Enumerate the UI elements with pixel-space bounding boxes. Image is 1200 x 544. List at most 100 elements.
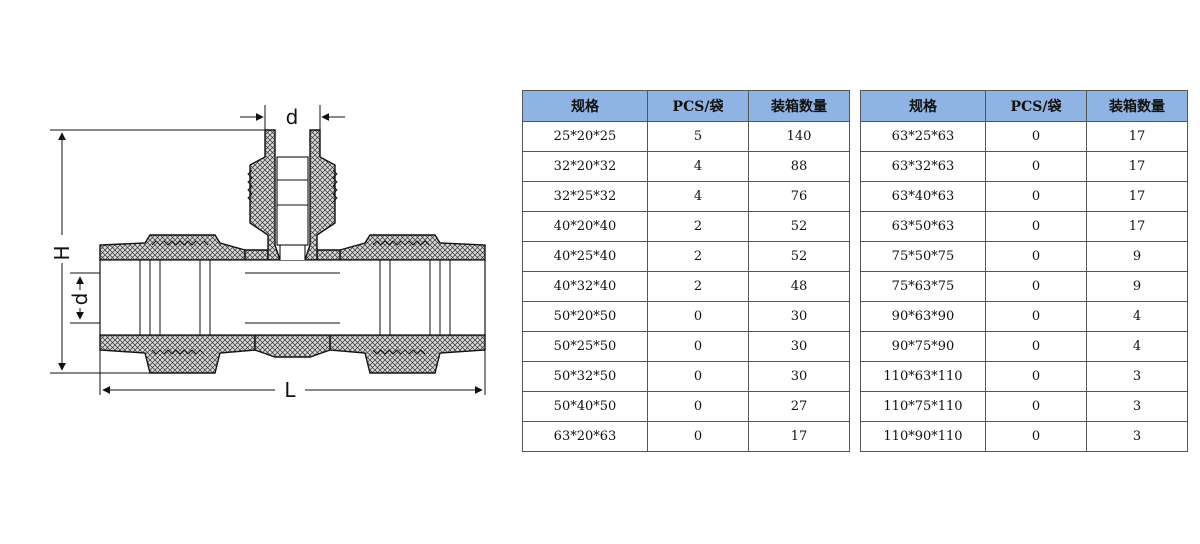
cell-pcs-per-bag: 5 [647,121,749,152]
cell-pcs-per-bag: 0 [647,391,749,422]
cell-spec: 25*20*25 [522,121,648,152]
cell-box-quantity: 3 [1086,391,1188,422]
cell-spec: 75*63*75 [860,271,986,302]
cell-box-quantity: 3 [1086,361,1188,392]
table-header-row: 规格 PCS/袋 装箱数量 [522,90,850,122]
cell-box-quantity: 17 [1086,151,1188,182]
cell-spec: 63*40*63 [860,181,986,212]
cell-spec: 110*90*110 [860,421,986,452]
cell-box-quantity: 88 [748,151,850,182]
cell-box-quantity: 52 [748,241,850,272]
cell-pcs-per-bag: 0 [985,361,1087,392]
cell-box-quantity: 4 [1086,301,1188,332]
header-spec: 规格 [522,90,648,122]
cell-box-quantity: 76 [748,181,850,212]
cell-pcs-per-bag: 2 [647,271,749,302]
cell-pcs-per-bag: 0 [647,301,749,332]
cell-spec: 90*63*90 [860,301,986,332]
header-box-quantity: 装箱数量 [748,90,850,122]
cell-box-quantity: 30 [748,301,850,332]
cell-box-quantity: 9 [1086,271,1188,302]
cell-spec: 63*25*63 [860,121,986,152]
cell-pcs-per-bag: 0 [985,271,1087,302]
cell-box-quantity: 17 [1086,121,1188,152]
cell-pcs-per-bag: 0 [985,391,1087,422]
cell-spec: 40*32*40 [522,271,648,302]
tee-fitting-drawing: d H d L [50,105,486,402]
header-spec: 规格 [860,90,986,122]
cell-pcs-per-bag: 0 [647,361,749,392]
dim-H-label: H [50,245,74,260]
cell-box-quantity: 48 [748,271,850,302]
header-box-quantity: 装箱数量 [1086,90,1188,122]
cell-pcs-per-bag: 0 [985,331,1087,362]
cell-pcs-per-bag: 2 [647,211,749,242]
cell-spec: 50*40*50 [522,391,648,422]
cell-box-quantity: 27 [748,391,850,422]
cell-box-quantity: 17 [748,421,850,452]
dim-L-label: L [284,378,296,402]
cell-spec: 110*75*110 [860,391,986,422]
cell-box-quantity: 17 [1086,211,1188,242]
cell-spec: 50*32*50 [522,361,648,392]
dim-d-left-label: d [68,293,92,306]
cell-pcs-per-bag: 0 [985,421,1087,452]
header-pcs-per-bag: PCS/袋 [985,90,1087,122]
cell-spec: 32*25*32 [522,181,648,212]
cell-box-quantity: 52 [748,211,850,242]
cell-spec: 40*25*40 [522,241,648,272]
cell-pcs-per-bag: 0 [985,151,1087,182]
cell-pcs-per-bag: 4 [647,181,749,212]
cell-pcs-per-bag: 0 [985,211,1087,242]
cell-pcs-per-bag: 2 [647,241,749,272]
header-pcs-per-bag: PCS/袋 [647,90,749,122]
cell-spec: 63*20*63 [522,421,648,452]
cell-spec: 50*25*50 [522,331,648,362]
cell-pcs-per-bag: 0 [985,181,1087,212]
cell-spec: 90*75*90 [860,331,986,362]
cell-box-quantity: 140 [748,121,850,152]
cell-box-quantity: 30 [748,361,850,392]
cell-pcs-per-bag: 0 [985,301,1087,332]
cell-spec: 63*32*63 [860,151,986,182]
cell-spec: 63*50*63 [860,211,986,242]
cell-spec: 75*50*75 [860,241,986,272]
cell-box-quantity: 3 [1086,421,1188,452]
cell-box-quantity: 4 [1086,331,1188,362]
cell-box-quantity: 9 [1086,241,1188,272]
cell-spec: 110*63*110 [860,361,986,392]
cell-spec: 32*20*32 [522,151,648,182]
cell-pcs-per-bag: 0 [647,421,749,452]
cell-spec: 50*20*50 [522,301,648,332]
cell-box-quantity: 30 [748,331,850,362]
table-header-row: 规格 PCS/袋 装箱数量 [860,90,1188,122]
dim-d-top-label: d [286,105,299,129]
cell-pcs-per-bag: 0 [985,241,1087,272]
cell-spec: 40*20*40 [522,211,648,242]
cell-pcs-per-bag: 0 [647,331,749,362]
cell-pcs-per-bag: 4 [647,151,749,182]
